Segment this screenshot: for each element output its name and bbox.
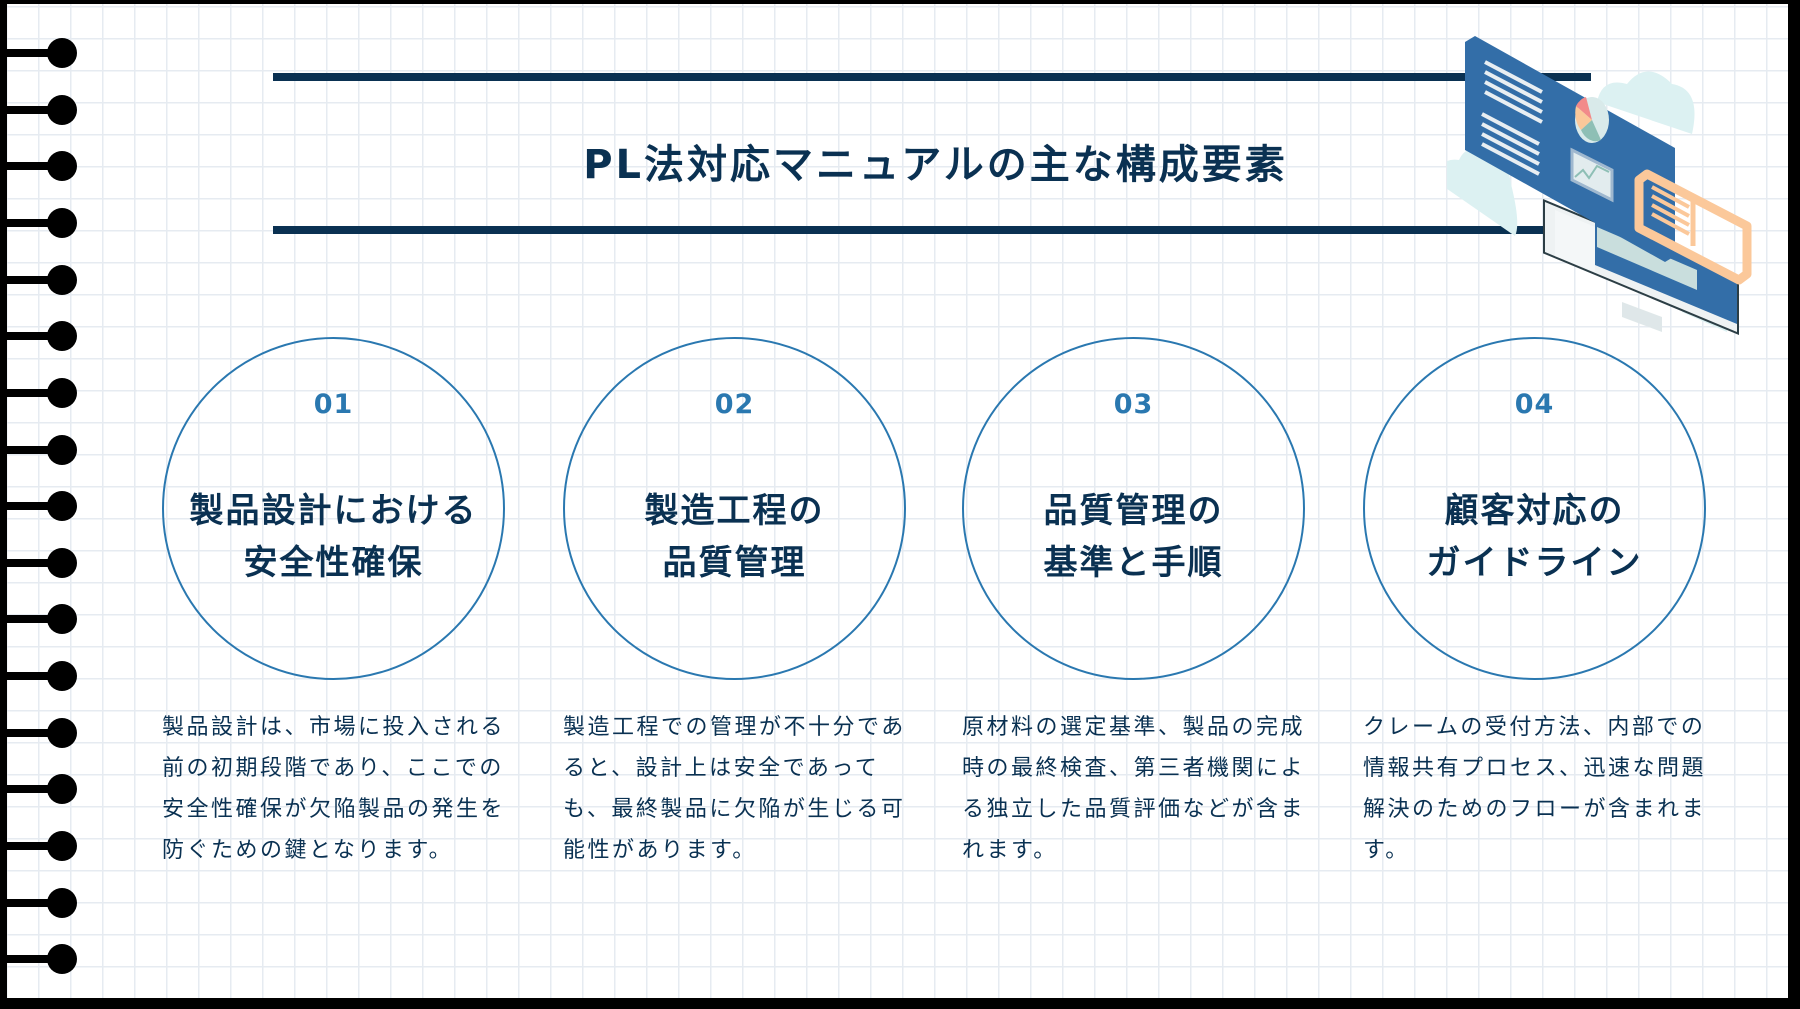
binding-ring <box>7 378 77 408</box>
binding-ring <box>7 38 77 68</box>
card-title-line: 顧客対応の <box>1444 491 1625 531</box>
card-description: 製造工程での管理が不十分であると、設計上は安全であっても、最終製品に欠陥が生じる… <box>563 715 906 863</box>
card-number: 02 <box>714 389 755 420</box>
card-title-line: ガイドライン <box>1426 543 1643 583</box>
card-circle <box>563 337 906 680</box>
binding-ring <box>7 604 77 634</box>
card-title: 製造工程の 品質管理 <box>563 485 906 589</box>
card-number: 04 <box>1514 389 1555 420</box>
dashboard-illustration-icon <box>1447 36 1752 335</box>
card-description: 製品設計は、市場に投入される前の初期段階であり、ここでの安全性確保が欠陥製品の発… <box>162 715 506 863</box>
binding-ring <box>7 831 77 861</box>
binding-ring <box>7 321 77 351</box>
card-title-line: 安全性確保 <box>243 543 424 583</box>
title-rule-top <box>273 73 1591 81</box>
notebook-page: PL法対応マニュアルの主な構成要素 01 <box>7 4 1788 998</box>
card-circle <box>1363 337 1706 680</box>
card-title-line: 品質管理の <box>1043 491 1224 531</box>
card-title: 製品設計における 安全性確保 <box>162 485 505 589</box>
binding-ring <box>7 548 77 578</box>
binding-ring <box>7 491 77 521</box>
card-description: クレームの受付方法、内部での情報共有プロセス、迅速な問題解決のためのフローが含ま… <box>1363 715 1707 863</box>
card-title-line: 製品設計における <box>189 491 478 531</box>
binding-ring <box>7 435 77 465</box>
title-rule-bottom <box>273 226 1591 234</box>
binding-ring <box>7 661 77 691</box>
binding-ring <box>7 718 77 748</box>
card-title: 品質管理の 基準と手順 <box>962 485 1305 589</box>
card-circle <box>162 337 505 680</box>
binding-ring <box>7 208 77 238</box>
card-number: 03 <box>1113 389 1154 420</box>
binding-ring <box>7 95 77 125</box>
binding-ring <box>7 151 77 181</box>
card-title-line: 基準と手順 <box>1043 543 1224 583</box>
binding-ring <box>7 265 77 295</box>
card-description: 原材料の選定基準、製品の完成時の最終検査、第三者機関による独立した品質評価などが… <box>962 715 1306 863</box>
card-title: 顧客対応の ガイドライン <box>1363 485 1706 589</box>
binding-ring <box>7 774 77 804</box>
card-number: 01 <box>313 389 354 420</box>
card-title-line: 品質管理 <box>662 543 807 583</box>
card-title-line: 製造工程の <box>644 491 825 531</box>
binding-ring <box>7 944 77 974</box>
page-title: PL法対応マニュアルの主な構成要素 <box>583 142 1288 188</box>
binding-ring <box>7 888 77 918</box>
card-circle <box>962 337 1305 680</box>
